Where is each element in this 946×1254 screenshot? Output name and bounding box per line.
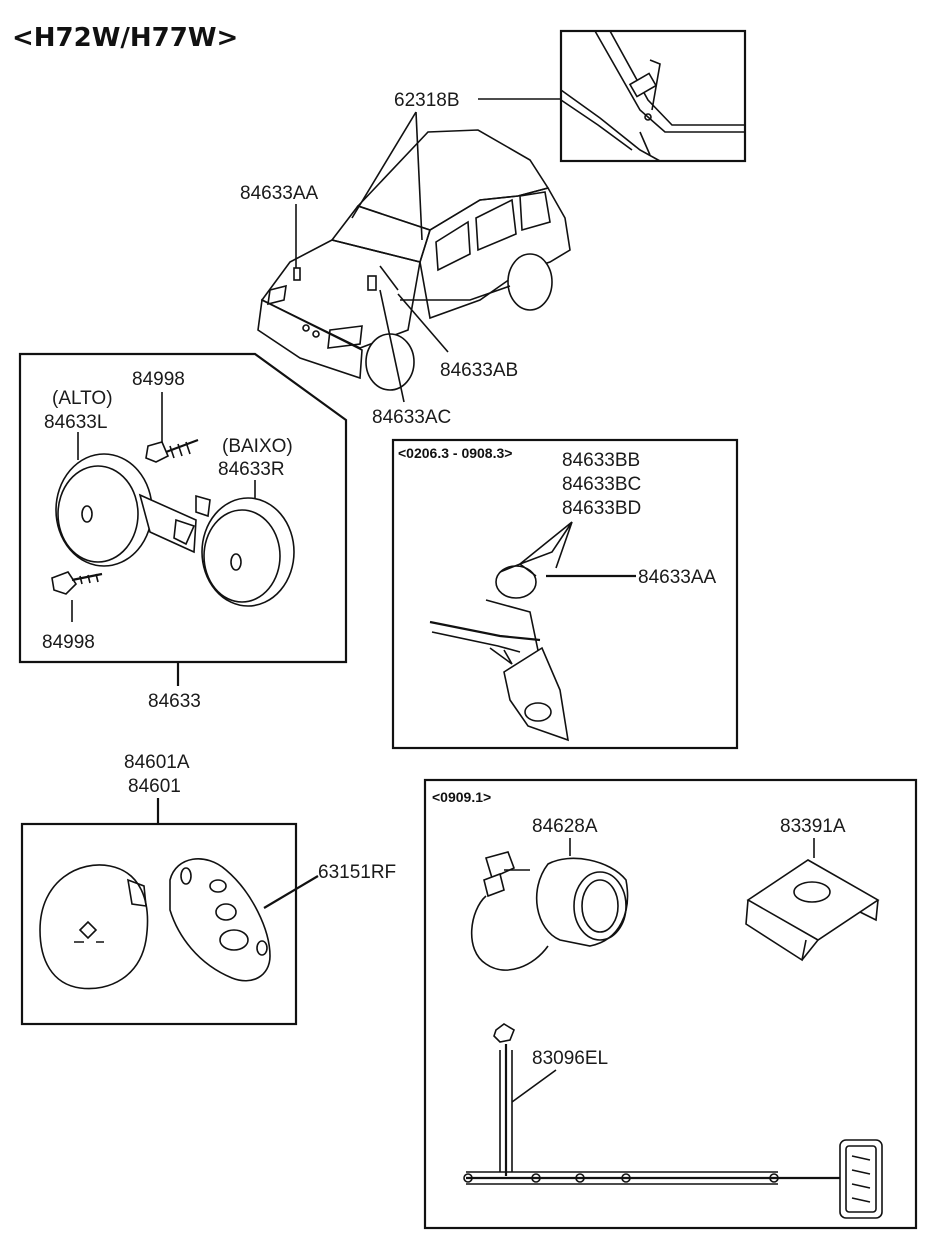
- horn-right-icon: [195, 494, 295, 607]
- label-63151RF: 63151RF: [318, 862, 396, 883]
- horns-panel: [18, 352, 348, 664]
- label-84633BB: 84633BB: [562, 450, 640, 471]
- label-84601: 84601: [128, 776, 181, 797]
- vehicle-outline-icon: [257, 129, 571, 391]
- switch-bracket-icon: [429, 563, 570, 742]
- label-84633AC: 84633AC: [372, 407, 451, 428]
- leader-84633BB: [519, 521, 573, 569]
- label-84633BC: 84633BC: [562, 474, 641, 495]
- horn-left-icon: [55, 453, 197, 567]
- harness-icon: [463, 1023, 840, 1185]
- tag-label-icon: [839, 1139, 883, 1219]
- leader-62318B-a: [351, 111, 417, 219]
- bolt-bottom-icon: [51, 571, 103, 595]
- label-84633AB: 84633AB: [440, 360, 518, 381]
- remote-panel: [20, 822, 298, 1026]
- label-84633: 84633: [148, 691, 201, 712]
- label-84633AA-top: 84633AA: [240, 183, 319, 204]
- mounting-bracket-icon: [745, 859, 880, 962]
- siren-inset-panel: [423, 778, 918, 1230]
- switch-inset-panel: [391, 438, 739, 750]
- label-period-1: <0206.3 - 0908.3>: [398, 445, 512, 461]
- label-84998-bottom: 84998: [42, 632, 95, 653]
- remote-key-back-icon: [169, 858, 271, 982]
- label-84633R: 84633R: [218, 459, 285, 480]
- siren-icon: [470, 851, 629, 971]
- leader-84633AC: [379, 289, 405, 403]
- label-84628A: 84628A: [532, 816, 598, 837]
- leader-63151RF: [263, 875, 319, 909]
- label-period-2: <0909.1>: [432, 789, 491, 805]
- diagram-title: <H72W/H77W>: [12, 23, 238, 53]
- label-83096EL: 83096EL: [532, 1048, 608, 1069]
- label-62318B: 62318B: [394, 90, 460, 111]
- bolt-top-icon: [145, 438, 199, 463]
- label-84601A: 84601A: [124, 752, 190, 773]
- roof-detail-icon: [559, 29, 747, 163]
- label-84633L: 84633L: [44, 412, 107, 433]
- label-83391A: 83391A: [780, 816, 846, 837]
- label-84998-top: 84998: [132, 369, 185, 390]
- label-alto: (ALTO): [52, 388, 113, 409]
- label-84633AA-inset: 84633AA: [638, 567, 717, 588]
- label-baixo: (BAIXO): [222, 436, 293, 457]
- leader-83096EL: [511, 1069, 557, 1103]
- leader-62318B-b: [415, 111, 423, 241]
- label-84633BD: 84633BD: [562, 498, 641, 519]
- remote-key-front-icon: [39, 864, 149, 990]
- leader-84633AB: [397, 293, 449, 353]
